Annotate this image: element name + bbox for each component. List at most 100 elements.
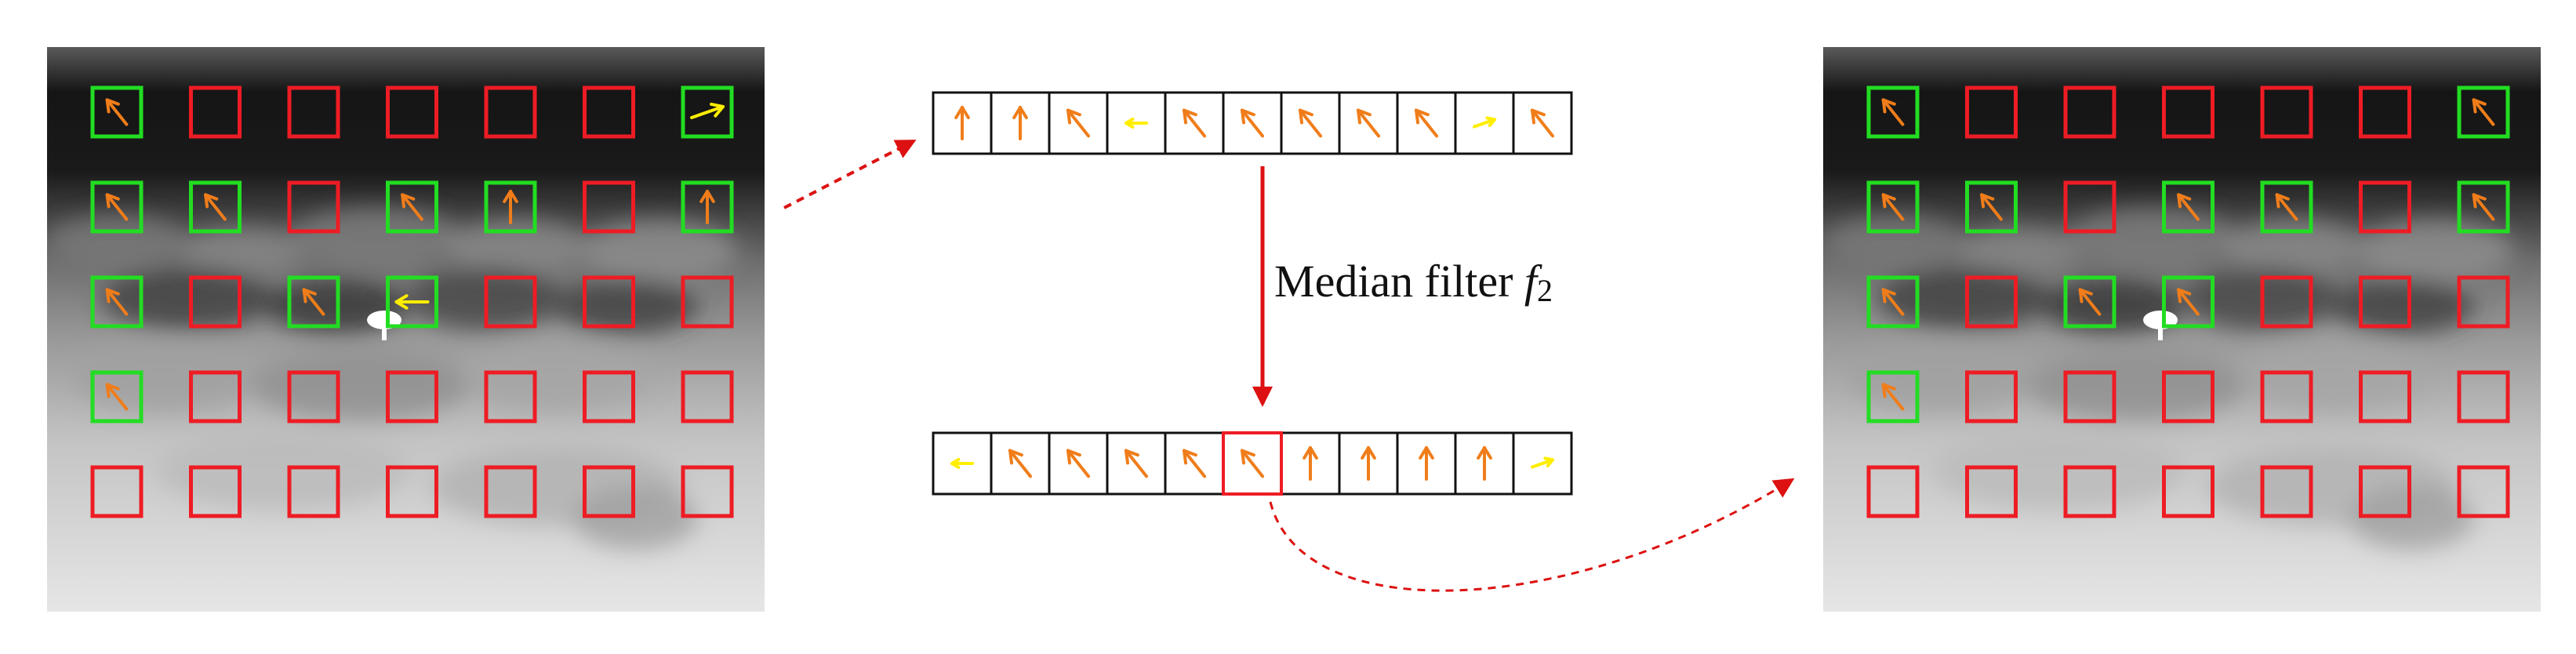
valid-window <box>681 180 734 234</box>
sequence-vector-icon <box>1414 108 1439 138</box>
sequence-vector-icon <box>1182 108 1207 138</box>
valid-window <box>2162 275 2214 329</box>
sequence-cell <box>1454 91 1515 155</box>
invalid-window <box>2162 370 2214 423</box>
median-filter-label: Median filter f2 <box>1274 255 1553 309</box>
flame-stem <box>2158 323 2163 340</box>
valid-window <box>484 180 537 234</box>
valid-window <box>90 370 144 423</box>
motion-vector-icon <box>1881 383 1905 411</box>
sequence-vector-icon <box>1530 108 1555 138</box>
invalid-window <box>2359 465 2411 518</box>
valid-window <box>2063 275 2116 329</box>
sequence-vector-icon <box>1356 108 1381 138</box>
motion-vector-icon <box>2275 193 2298 221</box>
motion-vector-icon <box>2078 288 2102 316</box>
flame-stem <box>382 323 387 340</box>
top-vector-sequence <box>932 91 1573 155</box>
sequence-vector-icon <box>1419 446 1434 481</box>
invalid-window <box>2359 370 2411 423</box>
invalid-window <box>2457 275 2510 329</box>
motion-vector-icon <box>2177 193 2200 221</box>
valid-window <box>189 180 242 234</box>
invalid-window <box>386 85 438 139</box>
motion-vector-icon <box>699 190 715 224</box>
valid-window <box>1965 180 2018 234</box>
sequence-vector-icon <box>1124 449 1149 478</box>
invalid-window <box>2260 275 2313 329</box>
invalid-window <box>2063 85 2116 139</box>
invalid-window <box>1866 465 1920 518</box>
invalid-window <box>1965 85 2018 139</box>
sequence-vector-icon <box>1477 446 1492 481</box>
motion-vector-icon <box>2472 193 2495 221</box>
motion-vector-icon <box>2177 288 2200 316</box>
valid-window <box>90 180 144 234</box>
invalid-window <box>189 275 242 329</box>
sequence-vector-icon <box>950 457 974 470</box>
invalid-window <box>583 370 635 423</box>
invalid-window <box>2359 85 2411 139</box>
motion-vector-icon <box>1980 193 2003 221</box>
invalid-window <box>189 370 242 423</box>
sequence-vector-icon <box>1066 108 1091 138</box>
invalid-window <box>583 465 635 518</box>
motion-vector-icon <box>1881 288 1905 316</box>
invalid-window <box>2162 465 2214 518</box>
invalid-window <box>1965 275 2018 329</box>
invalid-window <box>484 370 537 423</box>
motion-vector-icon <box>1881 98 1905 126</box>
motion-vector-icon <box>105 98 129 126</box>
invalid-window <box>681 370 734 423</box>
valid-window <box>90 275 144 329</box>
invalid-window <box>2063 180 2116 234</box>
sequence-cell <box>990 431 1051 496</box>
invalid-window <box>2162 85 2214 139</box>
sequence-vector-icon <box>1182 449 1207 478</box>
invalid-window <box>2260 465 2313 518</box>
invalid-window <box>386 465 438 518</box>
valid-window <box>1866 370 1920 423</box>
invalid-window <box>2359 180 2411 234</box>
sequence-vector-icon <box>1298 108 1323 138</box>
valid-window <box>1866 275 1920 329</box>
sequence-vector-icon <box>1361 446 1376 481</box>
valid-window <box>1866 180 1920 234</box>
motion-vector-icon <box>1881 193 1905 221</box>
invalid-window <box>2359 275 2411 329</box>
sequence-vector-icon <box>1012 106 1028 140</box>
invalid-window <box>484 85 537 139</box>
invalid-window <box>2260 370 2313 423</box>
motion-vector-icon <box>503 190 518 224</box>
sequence-vector-icon <box>1240 449 1265 478</box>
invalid-window <box>681 465 734 518</box>
invalid-window <box>681 275 734 329</box>
invalid-window <box>1965 370 2018 423</box>
sequence-vector-icon <box>1473 116 1496 129</box>
invalid-window <box>484 275 537 329</box>
sequence-vector-icon <box>1008 449 1033 478</box>
invalid-window <box>189 465 242 518</box>
invalid-window <box>90 465 144 518</box>
invalid-window <box>386 370 438 423</box>
valid-window <box>90 85 144 139</box>
filter-subscript: 2 <box>1537 273 1553 308</box>
valid-window <box>386 275 438 329</box>
motion-vector-icon <box>401 193 423 221</box>
valid-window <box>1866 85 1920 139</box>
motion-vector-icon <box>105 383 129 411</box>
motion-vector-icon <box>2472 98 2495 126</box>
invalid-window <box>287 465 340 518</box>
sequence-vector-icon <box>954 106 970 140</box>
invalid-window <box>287 85 340 139</box>
sequence-vector-icon <box>1125 117 1148 129</box>
invalid-window <box>583 275 635 329</box>
bottom-vector-sequence <box>932 431 1573 496</box>
connector-left-to-top-sequence <box>783 140 917 209</box>
invalid-window <box>287 370 340 423</box>
median-cell-highlight <box>1222 431 1283 496</box>
invalid-window <box>484 465 537 518</box>
invalid-window <box>189 85 242 139</box>
invalid-window <box>2260 85 2313 139</box>
sequence-vector-icon <box>1531 456 1554 469</box>
